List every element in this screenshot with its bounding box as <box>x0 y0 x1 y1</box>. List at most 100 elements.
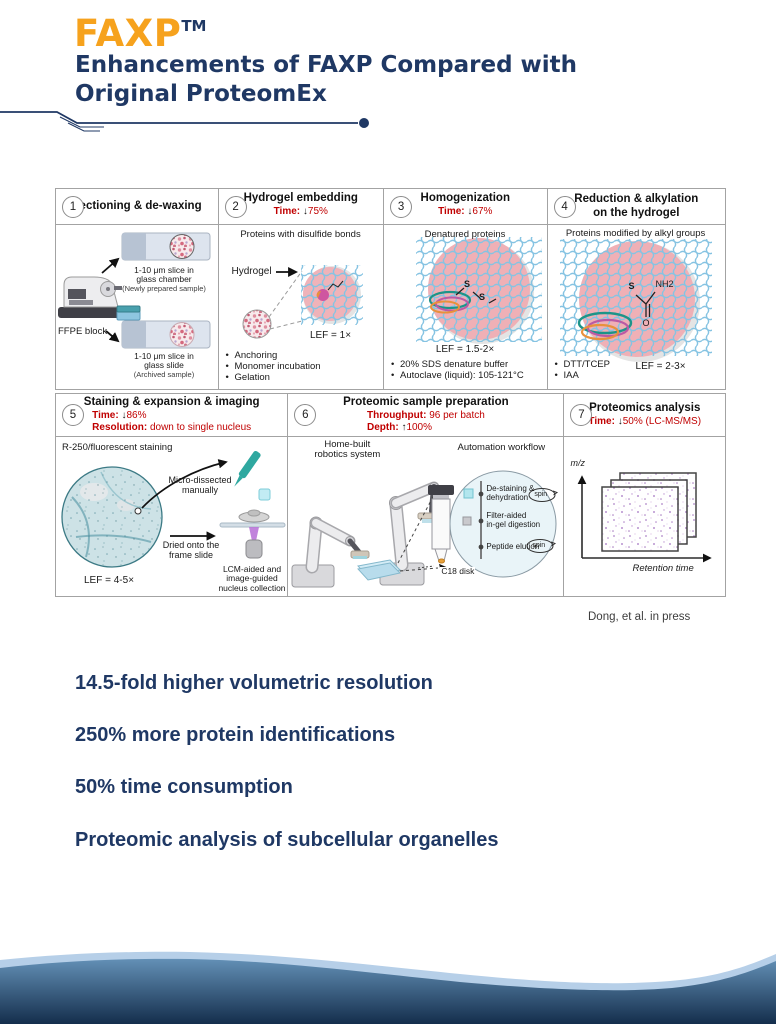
automation-circle-icon <box>449 470 559 578</box>
stain-label: R-250/fluorescent staining <box>62 442 173 453</box>
slide-label: 1-10 μm slice in glass slide (Archived s… <box>118 351 210 379</box>
hydrogel-illustration <box>242 265 363 339</box>
expanded-gel-icon <box>61 466 163 568</box>
staining-illustration <box>61 450 286 568</box>
bullet-list: 20% SDS denature buffer Autoclave (liqui… <box>390 359 524 381</box>
step-digestion: Filter-aided <box>486 511 527 520</box>
oxygen-label: O <box>642 318 650 328</box>
panel-6-sample-preparation: 6 Proteomic sample preparation Throughpu… <box>288 394 565 596</box>
pipette-icon <box>234 450 261 487</box>
page-title-line2: Original ProteomEx <box>75 81 327 108</box>
msms-frames-icon <box>601 472 698 552</box>
panel-1-sectioning: 1 Sectioning & de-waxing <box>56 189 219 389</box>
logo-trademark: TM <box>181 17 207 35</box>
step-number-badge: 4 <box>553 196 576 218</box>
proteins-disulfide-label: Proteins with disulfide bonds <box>240 229 361 240</box>
hydrogel-mesh-icon <box>300 265 363 325</box>
step-number-badge: 1 <box>62 196 84 218</box>
bullet-list: Anchoring Monomer incubation Gelation <box>225 350 321 383</box>
panel-4-reduction-alkylation: 4 Reduction & alkylation on the hydrogel <box>547 189 725 389</box>
logo-text: FAXP <box>74 12 182 55</box>
workflow-row-2: 5 Staining & expansion & imaging Time: ↓… <box>55 393 726 597</box>
panel-2-hydrogel-embedding: 2 Hydrogel embedding Time: ↓75% <box>218 189 385 389</box>
sulfur-label-2: S <box>479 292 486 302</box>
robot-label: Home-built robotics system <box>314 439 381 461</box>
step-number-badge: 5 <box>62 404 84 426</box>
step-destaining: De-staining & <box>486 484 535 493</box>
denatured-protein-illustration <box>416 237 543 344</box>
lef-value: LEF = 1.5-2× <box>435 344 495 355</box>
nh2-label: NH2 <box>655 279 674 289</box>
automation-label: Automation workflow <box>457 442 546 453</box>
lcm-collector-icon <box>219 509 286 559</box>
statement-identifications: 250% more protein identifications <box>75 724 396 746</box>
slide-note: (Archived sample) <box>133 369 195 379</box>
lcm-label: LCM-aided and image-guided nucleus colle… <box>218 564 286 593</box>
wave-footer <box>0 951 776 1024</box>
statement-organelles: Proteomic analysis of subcellular organe… <box>75 829 499 851</box>
ffpe-cassette-icon <box>116 305 141 321</box>
panel-title: Homogenization <box>420 192 510 204</box>
alkyl-proteins-label: Proteins modified by alkyl groups <box>565 228 706 239</box>
panel-7-proteomics-analysis: 7 Proteomics analysis Time: ↓50% (LC-MS/… <box>564 394 725 596</box>
page-title-line1: Enhancements of FAXP Compared with <box>75 52 578 78</box>
glass-slide-icon <box>121 320 211 349</box>
axes-icon <box>578 475 713 563</box>
micro-dissected-label: Micro-dissected manually <box>168 475 232 495</box>
panel-title: Reduction & alkylation <box>574 193 699 205</box>
step-number-badge: 3 <box>390 196 413 218</box>
statement-resolution: 14.5-fold higher volumetric resolution <box>75 672 433 694</box>
panel-3-homogenization: 3 Homogenization Time: ↓67% Denatured pr… <box>384 189 548 389</box>
hydrogel-label: Hydrogel <box>231 266 272 277</box>
dissection-point-marker <box>134 507 142 515</box>
citation: Dong, et al. in press <box>588 611 691 623</box>
statement-time: 50% time consumption <box>75 776 293 798</box>
panel-title: Hydrogel embedding <box>243 192 358 204</box>
denatured-proteins-label: Denatured proteins <box>424 229 506 240</box>
step-number-badge: 2 <box>224 196 247 218</box>
y-axis-label: m/z <box>570 458 585 468</box>
spin-oval-2 <box>526 539 554 553</box>
arrow-to-slide <box>105 330 120 343</box>
sulfur-label: S <box>628 281 635 291</box>
chamber-label: 1-10 μm slice in glass chamber (Newly pr… <box>118 265 210 293</box>
spin-oval-1 <box>528 488 556 502</box>
panel-title: Proteomic sample preparation <box>343 396 509 408</box>
sulfur-label-1: S <box>464 279 471 289</box>
decorative-line <box>0 111 369 132</box>
alkylated-protein-icon <box>559 239 712 362</box>
spin-label-1: spin <box>534 491 548 498</box>
c18-column-icon <box>418 485 465 575</box>
panel-title: Sectioning & de-waxing <box>71 200 202 212</box>
bullet-list: DTT/TCEP IAA <box>554 359 610 381</box>
workflow-row-1: 1 Sectioning & de-waxing <box>55 188 726 390</box>
c18-disk-label: C18 disk <box>440 566 476 577</box>
msms-plot-illustration <box>578 472 713 563</box>
arrow-to-chamber <box>101 257 120 274</box>
page-title: Enhancements of FAXP Compared with Origi… <box>75 51 577 110</box>
gel-cube-icon <box>258 488 271 501</box>
well-plate-icon <box>357 559 402 581</box>
lef-value: LEF = 4-5× <box>84 575 135 586</box>
step-number-badge: 7 <box>570 404 593 426</box>
lef-value: LEF = 1× <box>309 330 352 341</box>
curved-arrow-to-pipette <box>141 459 228 509</box>
lef-value: LEF = 2-3× <box>635 361 686 372</box>
gel-piece-icon <box>463 488 474 499</box>
line-end-dot <box>359 118 369 128</box>
gel-cube-small-icon <box>462 516 472 526</box>
spin-label-2: spin <box>532 542 546 549</box>
x-axis-label: Retention time <box>632 563 694 574</box>
amide-bond-icon <box>635 291 656 317</box>
alkylation-illustration <box>559 239 712 362</box>
microtome-icon <box>58 276 122 318</box>
tissue-cluster-icon <box>242 309 272 339</box>
glass-chamber-icon <box>121 232 211 261</box>
ffpe-label: FFPE block <box>58 326 108 337</box>
panel-title-line2: on the hydrogel <box>593 206 680 219</box>
denatured-protein-icon <box>416 237 543 344</box>
panel-5-staining-expansion: 5 Staining & expansion & imaging Time: ↓… <box>56 394 289 596</box>
panel-title: Proteomics analysis <box>589 402 701 414</box>
chamber-note: (Newly prepared sample) <box>122 283 206 293</box>
step-number-badge: 6 <box>294 404 317 426</box>
